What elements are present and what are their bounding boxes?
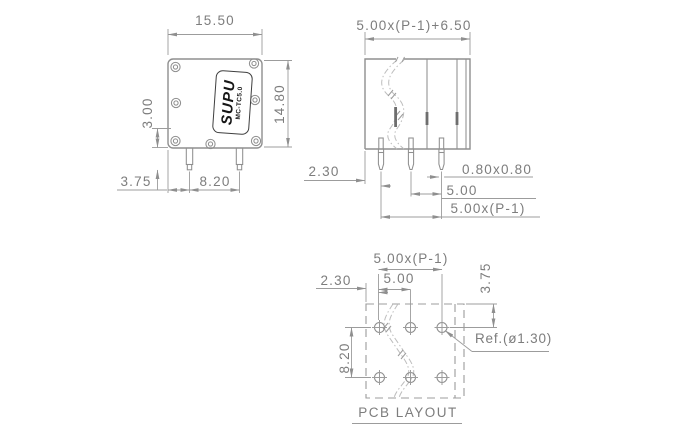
side-dim-bottom-lines: [117, 150, 240, 193]
model-number-text: MC-TC5.0: [234, 86, 245, 120]
side-body-outline: [167, 58, 263, 149]
product-label-text: SUPU MC-TC5.0: [213, 71, 252, 134]
pcb-dim-span-lines: [378, 267, 443, 320]
front-dim-pin-span: 5.00x(P-1): [450, 201, 526, 216]
side-dim-pin-drop-lines: [152, 128, 171, 148]
pcb-layout-title: PCB LAYOUT: [358, 405, 458, 420]
pcb-dim-top-to-hole: 3.75: [478, 261, 493, 294]
front-dim-width-lines: [364, 32, 471, 55]
side-dim-edge-to-pin: 3.75: [120, 174, 152, 189]
pcb-layout-linework: [316, 267, 549, 424]
front-dim-bottom-lines: [304, 151, 540, 219]
side-body-holes: [170, 58, 262, 150]
front-view-linework: [304, 32, 540, 219]
pcb-break-line: [382, 303, 415, 399]
pcb-dim-pitch-lines: [378, 287, 411, 320]
pcb-dim-hole-span: 5.00x(P-1): [373, 251, 449, 266]
pcb-outline: [365, 303, 465, 399]
pcb-dim-edge-lines: [316, 283, 388, 302]
side-dim-width: 15.50: [195, 13, 235, 28]
side-view-linework: [117, 29, 292, 193]
pcb-ref-leader: [444, 330, 549, 352]
front-pins: [377, 148, 445, 171]
side-dim-pin-drop: 3.00: [140, 97, 155, 129]
front-dim-pitch: 5.00: [446, 183, 478, 198]
product-label: SUPU MC-TC5.0: [211, 69, 254, 136]
pcb-hole-note: Ref.(ø1.30): [475, 331, 553, 346]
side-dim-width-lines: [167, 29, 263, 55]
front-break-line: [381, 56, 405, 150]
side-dim-height-lines: [264, 60, 292, 148]
side-dim-height: 14.80: [272, 84, 287, 124]
front-dim-pin-size: 0.80x0.80: [461, 161, 533, 177]
side-dim-row-pitch: 8.20: [199, 174, 231, 189]
front-dim-total-width: 5.00x(P-1)+6.50: [356, 18, 472, 33]
front-latch-slots: [394, 107, 459, 127]
front-dim-edge-to-pin: 2.30: [308, 164, 340, 179]
pcb-dim-edge-to-hole: 2.30: [320, 272, 352, 288]
pcb-dim-row-lines: [345, 327, 371, 378]
pcb-dim-top-lines: [450, 303, 497, 328]
pcb-dim-pitch: 5.00: [383, 271, 415, 286]
front-body-outline: [364, 58, 471, 150]
pcb-holes: [372, 320, 450, 385]
pcb-dim-row-pitch: 8.20: [336, 341, 352, 374]
side-pins: [185, 147, 244, 171]
